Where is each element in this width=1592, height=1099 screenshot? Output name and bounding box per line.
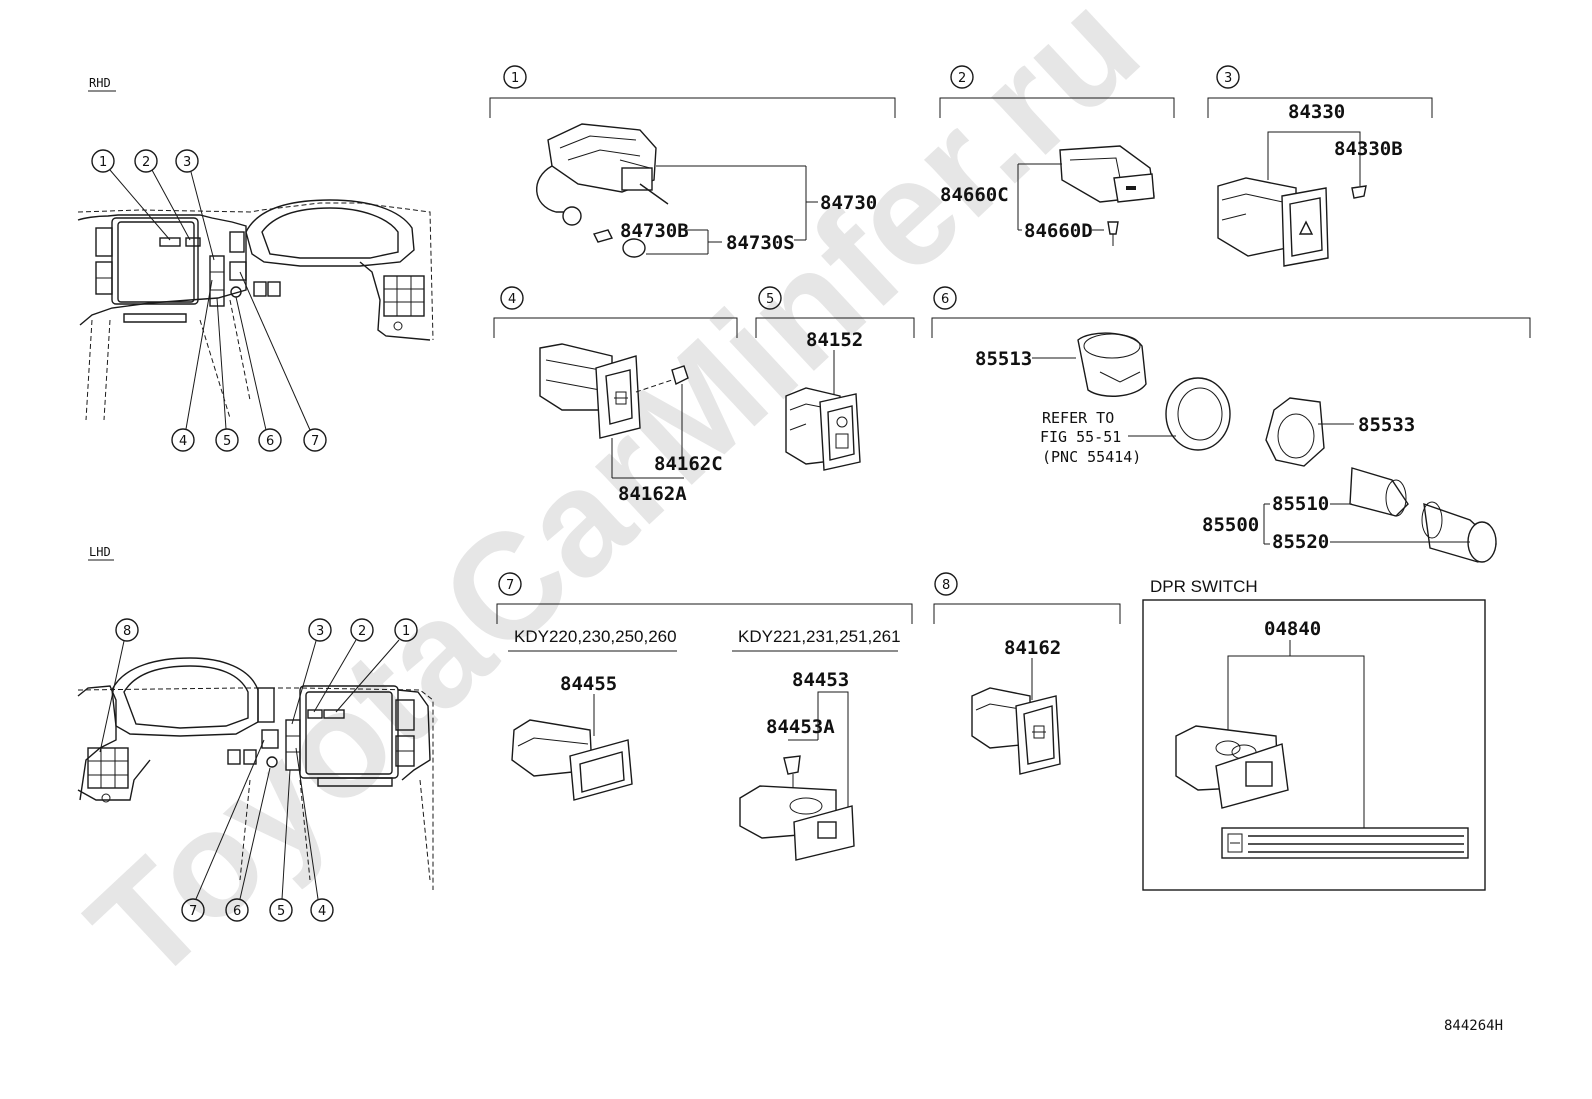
rhd-callout-5[interactable]: 5 bbox=[215, 428, 239, 452]
lhd-callout-3[interactable]: 3 bbox=[308, 618, 332, 642]
part-85520[interactable]: 85520 bbox=[1272, 531, 1329, 553]
svg-text:3: 3 bbox=[183, 155, 191, 170]
part-85510[interactable]: 85510 bbox=[1272, 493, 1329, 515]
part-85533[interactable]: 85533 bbox=[1358, 414, 1415, 436]
dpr-title: DPR SWITCH bbox=[1150, 577, 1258, 596]
svg-text:4: 4 bbox=[508, 292, 516, 307]
svg-text:5: 5 bbox=[223, 434, 231, 449]
part-84730[interactable]: 84730 bbox=[820, 192, 877, 214]
svg-text:2: 2 bbox=[358, 624, 366, 639]
lhd-callout-2[interactable]: 2 bbox=[350, 618, 374, 642]
section-8: 8 84162 bbox=[933, 572, 1121, 775]
svg-text:1: 1 bbox=[511, 71, 519, 86]
part-84660D[interactable]: 84660D bbox=[1024, 220, 1093, 242]
svg-text:5: 5 bbox=[766, 292, 774, 307]
refer-line-1: REFER TO bbox=[1042, 409, 1114, 427]
section-4: 4 84162C 84162A bbox=[493, 286, 738, 505]
lhd-callout-5[interactable]: 5 bbox=[269, 898, 293, 922]
section-3-marker[interactable]: 3 bbox=[1216, 65, 1240, 89]
hazard-triangle-icon bbox=[1298, 220, 1314, 235]
svg-text:7: 7 bbox=[189, 904, 197, 919]
svg-text:3: 3 bbox=[316, 624, 324, 639]
svg-text:1: 1 bbox=[99, 155, 107, 170]
rhd-callout-2[interactable]: 2 bbox=[134, 149, 158, 173]
section-5: 5 84152 bbox=[755, 286, 915, 471]
lhd-label: LHD bbox=[89, 545, 111, 559]
part-84730B[interactable]: 84730B bbox=[620, 220, 689, 242]
part-84162A[interactable]: 84162A bbox=[618, 483, 687, 505]
rhd-callout-4[interactable]: 4 bbox=[171, 428, 195, 452]
refer-line-2: FIG 55-51 bbox=[1040, 428, 1121, 446]
svg-text:3: 3 bbox=[1224, 71, 1232, 86]
section-7: 7 KDY220,230,250,260 KDY221,231,251,261 … bbox=[496, 572, 913, 861]
part-84330B[interactable]: 84330B bbox=[1334, 138, 1403, 160]
svg-text:4: 4 bbox=[318, 904, 326, 919]
section-4-marker[interactable]: 4 bbox=[500, 286, 524, 310]
svg-text:4: 4 bbox=[179, 434, 187, 449]
section-1-marker[interactable]: 1 bbox=[503, 65, 527, 89]
svg-text:1: 1 bbox=[402, 624, 410, 639]
section-1: 1 84730 84730B 84730S bbox=[489, 65, 896, 258]
svg-text:7: 7 bbox=[506, 578, 514, 593]
svg-text:8: 8 bbox=[123, 624, 131, 639]
section-5-marker[interactable]: 5 bbox=[758, 286, 782, 310]
lhd-callout-6[interactable]: 6 bbox=[225, 898, 249, 922]
svg-text:2: 2 bbox=[958, 71, 966, 86]
section-6-marker[interactable]: 6 bbox=[933, 286, 957, 310]
model-group-a: KDY220,230,250,260 bbox=[514, 627, 677, 646]
part-85513[interactable]: 85513 bbox=[975, 348, 1032, 370]
svg-text:6: 6 bbox=[941, 292, 949, 307]
rhd-callout-1[interactable]: 1 bbox=[91, 149, 115, 173]
part-84730S[interactable]: 84730S bbox=[726, 232, 795, 254]
part-84330[interactable]: 84330 bbox=[1288, 101, 1345, 123]
drawing-code: 844264H bbox=[1444, 1018, 1503, 1034]
refer-line-3: (PNC 55414) bbox=[1042, 448, 1141, 466]
dpr-label-strip bbox=[1221, 827, 1469, 859]
fog-lamp-icon-2 bbox=[1032, 725, 1046, 739]
svg-text:7: 7 bbox=[311, 434, 319, 449]
svg-text:2: 2 bbox=[142, 155, 150, 170]
rhd-callout-3[interactable]: 3 bbox=[175, 149, 199, 173]
rhd-dashboard: RHD 1 2 3 bbox=[77, 76, 434, 452]
part-84453A[interactable]: 84453A bbox=[766, 716, 835, 738]
rhd-callout-7[interactable]: 7 bbox=[303, 428, 327, 452]
lhd-callout-1[interactable]: 1 bbox=[394, 618, 418, 642]
svg-text:6: 6 bbox=[233, 904, 241, 919]
lhd-callout-7[interactable]: 7 bbox=[181, 898, 205, 922]
part-84455[interactable]: 84455 bbox=[560, 673, 617, 695]
part-84162C[interactable]: 84162C bbox=[654, 453, 723, 475]
lhd-callout-4[interactable]: 4 bbox=[310, 898, 334, 922]
part-84453[interactable]: 84453 bbox=[792, 669, 849, 691]
dpr-switch-section: DPR SWITCH 04840 bbox=[1142, 577, 1486, 891]
svg-text:5: 5 bbox=[277, 904, 285, 919]
part-84162[interactable]: 84162 bbox=[1004, 637, 1061, 659]
part-85500[interactable]: 85500 bbox=[1202, 514, 1259, 536]
rhd-callout-6[interactable]: 6 bbox=[258, 428, 282, 452]
rhd-label: RHD bbox=[89, 76, 111, 90]
dpr-filter-icon bbox=[1227, 833, 1243, 853]
dimmer-icon bbox=[835, 416, 849, 449]
section-7-marker[interactable]: 7 bbox=[498, 572, 522, 596]
part-84660C[interactable]: 84660C bbox=[940, 184, 1009, 206]
svg-text:6: 6 bbox=[266, 434, 274, 449]
section-2: 2 84660C 84660D bbox=[939, 65, 1175, 246]
lhd-callout-8[interactable]: 8 bbox=[115, 618, 139, 642]
model-group-b: KDY221,231,251,261 bbox=[738, 627, 901, 646]
section-8-marker[interactable]: 8 bbox=[934, 572, 958, 596]
svg-text:8: 8 bbox=[942, 578, 950, 593]
part-04840[interactable]: 04840 bbox=[1264, 618, 1321, 640]
lhd-dashboard: LHD 8 3 2 1 bbox=[77, 545, 434, 922]
section-2-marker[interactable]: 2 bbox=[950, 65, 974, 89]
section-6: 6 85513 REFER TO FIG 55-51 (PNC 55414) 8… bbox=[931, 286, 1531, 563]
part-84152[interactable]: 84152 bbox=[806, 329, 863, 351]
fog-lamp-icon bbox=[614, 391, 628, 405]
section-3: 3 84330 84330B bbox=[1207, 65, 1433, 267]
